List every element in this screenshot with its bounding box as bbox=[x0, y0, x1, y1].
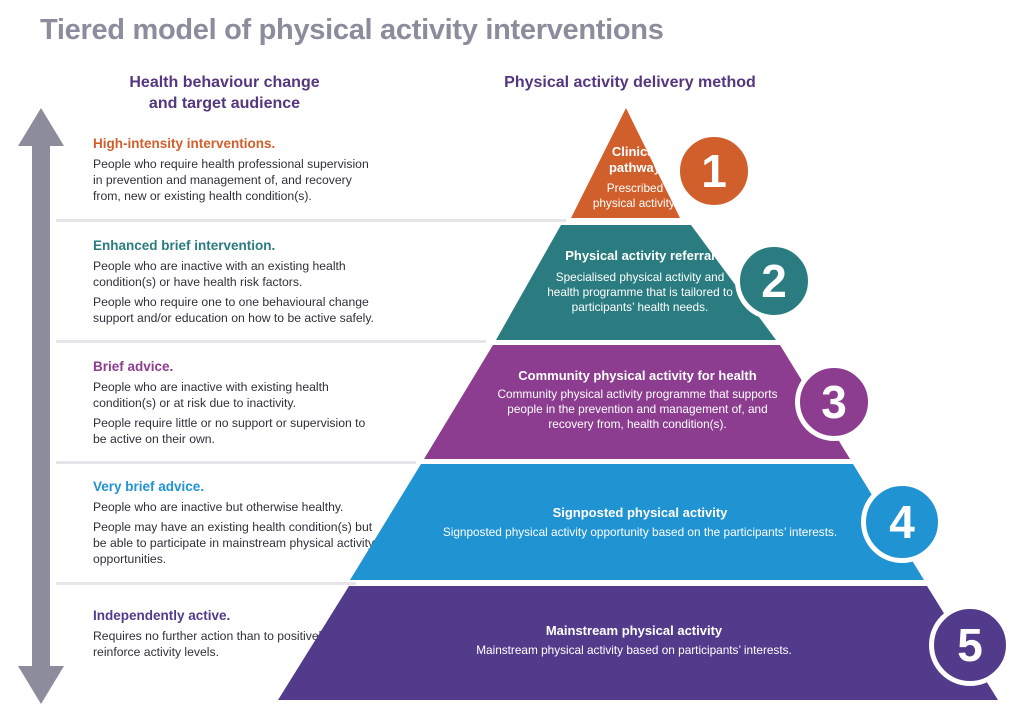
page-title: Tiered model of physical activity interv… bbox=[40, 14, 664, 46]
pyramid-text-4: Signposted physical activity Signposted … bbox=[430, 505, 850, 540]
tier-paragraph: People require little or no support or s… bbox=[93, 416, 366, 446]
pyramid-text-3: Community physical activity for health C… bbox=[490, 368, 785, 432]
pyramid-title-line: Clinical bbox=[611, 144, 659, 159]
tier-description-4: Very brief advice. People who are inacti… bbox=[93, 479, 378, 571]
pyramid-text-2: Physical activity referral Specialised p… bbox=[545, 248, 735, 315]
pyramid-tier-4 bbox=[350, 464, 924, 580]
left-header-line1: Health behaviour change bbox=[129, 74, 320, 91]
pyramid-title: Physical activity referral bbox=[565, 248, 715, 263]
tier-paragraph: People may have an existing health condi… bbox=[93, 520, 375, 566]
tier-paragraph: Requires no further action than to posit… bbox=[93, 629, 328, 659]
pyramid-tier-2 bbox=[496, 225, 776, 340]
pyramid-title: Signposted physical activity bbox=[552, 505, 728, 520]
tier-number-1: 1 bbox=[675, 132, 753, 210]
tier-paragraph: People who are inactive with existing he… bbox=[93, 380, 329, 410]
band-divider bbox=[56, 219, 566, 222]
pyramid-desc-line: Prescribed bbox=[606, 181, 664, 195]
pyramid-tier-1 bbox=[571, 108, 680, 218]
pyramid-title: Mainstream physical activity bbox=[545, 623, 723, 638]
tier-description-1: High-intensity interventions. People who… bbox=[93, 136, 378, 208]
tier-heading: Independently active. bbox=[93, 608, 231, 623]
pyramid-desc: Specialised physical activity and health… bbox=[547, 270, 733, 314]
pyramid-tier-3 bbox=[424, 345, 850, 459]
pyramid-title-line: pathway bbox=[608, 160, 661, 175]
pyramid-desc-line: physical activity. bbox=[592, 196, 678, 210]
pyramid-title: Community physical activity for health bbox=[518, 368, 757, 383]
left-header-line2: and target audience bbox=[148, 95, 301, 112]
tier-description-3: Brief advice. People who are inactive wi… bbox=[93, 359, 378, 451]
tier-paragraph: People who require health professional s… bbox=[93, 157, 369, 203]
tier-number-5: 5 bbox=[929, 604, 1011, 686]
vertical-double-arrow-icon bbox=[18, 108, 64, 704]
tier-heading: Brief advice. bbox=[93, 359, 174, 374]
tier-description-2: Enhanced brief intervention. People who … bbox=[93, 238, 378, 330]
left-column-header: Health behaviour change and target audie… bbox=[112, 72, 337, 114]
tier-description-5: Independently active. Requires no furthe… bbox=[93, 608, 378, 664]
tier-heading: Very brief advice. bbox=[93, 479, 205, 494]
tier-paragraph: People who are inactive with an existing… bbox=[93, 259, 346, 289]
pyramid-desc: Community physical activity programme th… bbox=[497, 387, 778, 431]
band-divider bbox=[56, 461, 416, 464]
tier-paragraph: People who are inactive but otherwise he… bbox=[93, 500, 344, 514]
tier-heading: Enhanced brief intervention. bbox=[93, 238, 276, 253]
band-divider bbox=[56, 582, 356, 585]
tier-number-3: 3 bbox=[795, 363, 873, 441]
tier-paragraph: People who require one to one behavioura… bbox=[93, 295, 374, 325]
tier-heading: High-intensity interventions. bbox=[93, 136, 276, 151]
tier-number-4: 4 bbox=[861, 481, 943, 563]
pyramid-tier-5 bbox=[278, 586, 998, 700]
band-divider bbox=[56, 340, 486, 343]
pyramid-text-1: Clinical pathway Prescribed physical act… bbox=[585, 144, 685, 211]
pyramid-desc: Mainstream physical activity based on pa… bbox=[476, 643, 792, 657]
tier-number-2: 2 bbox=[735, 242, 813, 320]
pyramid-desc: Signposted physical activity opportunity… bbox=[442, 525, 838, 539]
pyramid-text-5: Mainstream physical activity Mainstream … bbox=[454, 623, 814, 658]
right-column-header: Physical activity delivery method bbox=[504, 74, 756, 91]
